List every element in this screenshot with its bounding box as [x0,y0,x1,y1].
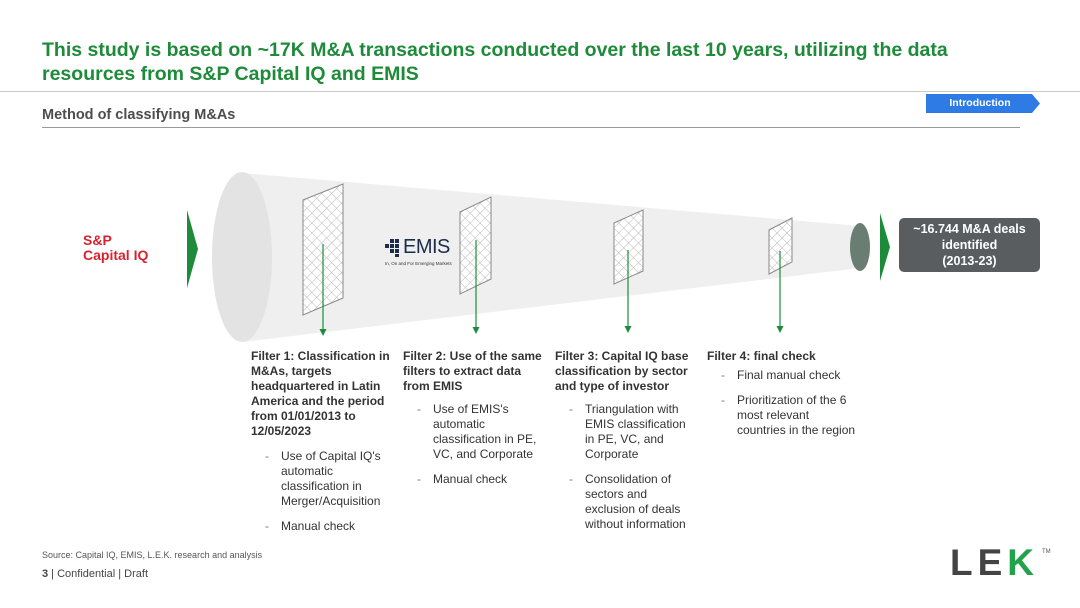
section-tag-shape [926,94,1040,113]
page-title: This study is based on ~17K M&A transact… [42,39,948,85]
input-arrow [187,210,198,288]
result-box: ~16.744 M&A deals identified (2013-23) [899,218,1040,272]
funnel-mouth [212,172,272,342]
filter-3-description: Filter 3: Capital IQ base classification… [555,349,697,532]
filter-4-title: Filter 4: final check [707,349,816,363]
list-item: -Prioritization of the 6 most relevant c… [721,393,856,437]
funnel-body [242,173,860,342]
page-footer: 3 | Confidential | Draft [42,568,148,580]
emis-tagline: In, On and For Emerging Markets [385,261,452,266]
emis-logo-icon [385,239,399,257]
trademark-mark: TM [1042,549,1051,555]
filter-screen-3 [613,209,644,285]
filter-2-title: Filter 2: Use of the same filters to ext… [403,349,542,393]
header-divider [0,91,1080,92]
list-item: -Manual check [417,472,508,486]
filter-2-description: Filter 2: Use of the same filters to ext… [403,349,549,487]
list-item: -Triangulation with EMIS classification … [569,402,686,461]
page-number: 3 [42,568,49,580]
output-arrow [880,213,890,281]
emis-logo-text: EMIS [403,236,450,258]
funnel-outlet [850,223,870,271]
source-note: Source: Capital IQ, EMIS, L.E.K. researc… [42,550,263,560]
filter-1-description: Filter 1: Classification in M&As, target… [251,349,396,534]
filter-screen-4 [768,217,793,275]
lek-logo: LEK [950,542,1040,583]
list-item: -Use of Capital IQ's automatic classific… [265,449,381,508]
list-item: -Final manual check [721,368,841,382]
sp-capital-iq-logo: S&P Capital IQ [83,232,149,263]
list-item: -Manual check [265,519,356,533]
section-tag-introduction[interactable]: Introduction [949,97,1011,109]
filter-4-description: Filter 4: final check -Final manual chec… [707,349,857,438]
section-subtitle: Method of classifying M&As [42,107,236,123]
subtitle-divider [42,127,1020,128]
filter-3-title: Filter 3: Capital IQ base classification… [555,349,689,393]
list-item: -Use of EMIS's automatic classification … [417,402,537,461]
list-item: -Consolidation of sectors and exclusion … [569,472,686,531]
filter-1-title: Filter 1: Classification in M&As, target… [251,349,390,438]
